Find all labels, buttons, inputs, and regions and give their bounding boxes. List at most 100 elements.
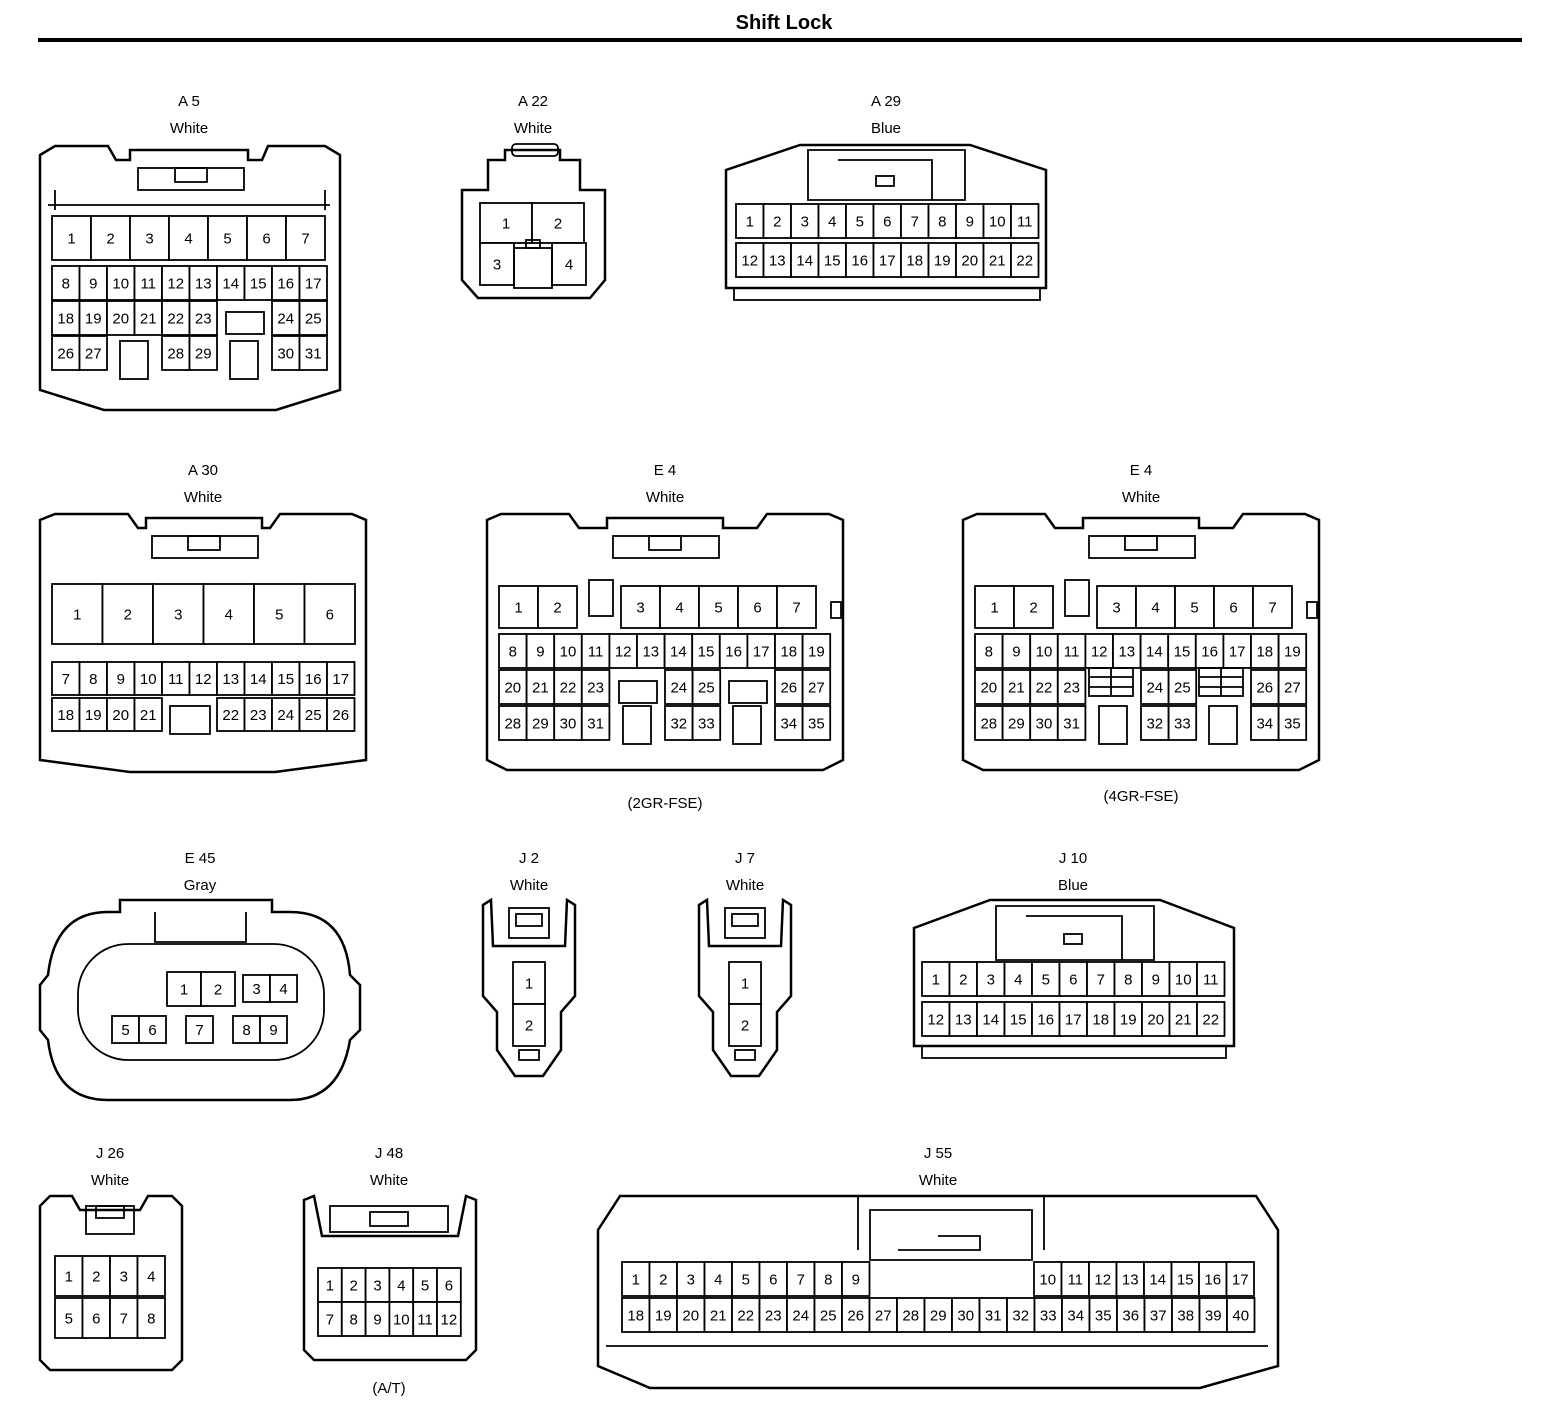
pin-number: 8: [62, 276, 70, 293]
connector-code: A 22: [518, 93, 548, 110]
pin-cell: [537, 585, 578, 629]
pin-number: 26: [847, 1308, 864, 1325]
latch: [1088, 535, 1196, 559]
pin-number: 32: [1146, 716, 1163, 733]
pin-cell: [133, 661, 163, 696]
latch-tab: [95, 1205, 125, 1219]
pin-number: 37: [1150, 1308, 1167, 1325]
pin-cell: [269, 974, 298, 1003]
pin-cell: [1056, 669, 1087, 705]
pin-number: 6: [883, 214, 891, 231]
pin-number: 8: [985, 644, 993, 661]
pin-number: 40: [1232, 1308, 1249, 1325]
pin-cell: [1277, 633, 1308, 669]
pin-cell: [1029, 633, 1059, 669]
pin-cell: [762, 203, 792, 239]
pin-number: 6: [1069, 972, 1077, 989]
latch: [508, 907, 550, 939]
pin-cell: [580, 705, 611, 741]
connector-color: White: [514, 120, 552, 137]
pin-number: 9: [1012, 644, 1020, 661]
latch: [995, 905, 1155, 961]
pin-number: 2: [525, 1018, 533, 1035]
housing: [724, 143, 1048, 290]
pin-number: 25: [305, 707, 322, 724]
pin-cell: [1226, 1297, 1256, 1333]
connector-code: E 45: [185, 850, 216, 867]
housing: [912, 898, 1236, 1048]
pin-cell: [152, 583, 205, 645]
pin-number: 20: [961, 253, 978, 270]
pin-number: 16: [1037, 1012, 1054, 1029]
latch: [154, 912, 247, 943]
pin-cell: [718, 633, 749, 669]
pin-number: 1: [514, 600, 522, 617]
pin-cell: [776, 585, 817, 629]
pin-cell: [101, 583, 154, 645]
pin-number: 1: [632, 1272, 640, 1289]
pin-number: 31: [305, 346, 322, 363]
pin-cell: [1088, 1261, 1118, 1297]
pin-number: 29: [195, 346, 212, 363]
pin-number: 17: [332, 671, 349, 688]
blank-cavity: [622, 705, 652, 745]
pin-number: 1: [932, 972, 940, 989]
pin-number: 23: [765, 1308, 782, 1325]
latch: [807, 149, 966, 201]
pin-cell: [129, 215, 170, 261]
latch: [137, 167, 245, 191]
pin-cell: [735, 242, 765, 278]
pin-number: 12: [1094, 1272, 1111, 1289]
pin-number: 24: [1146, 680, 1163, 697]
pin-number: 2: [741, 1018, 749, 1035]
pin-number: 8: [350, 1312, 358, 1329]
pin-number: 1: [746, 214, 754, 231]
pin-number: 18: [1256, 644, 1273, 661]
pin-cell: [841, 1261, 871, 1297]
pin-number: 12: [1091, 644, 1108, 661]
connector-color: White: [91, 1172, 129, 1189]
pin-cell: [580, 633, 611, 669]
pin-number: 17: [1065, 1012, 1082, 1029]
pin-number: 3: [987, 972, 995, 989]
pin-cell: [1225, 1261, 1255, 1297]
pin-cell: [1196, 961, 1226, 997]
pin-cell: [90, 215, 131, 261]
pin-number: 5: [856, 214, 864, 231]
pin-number: 10: [560, 644, 577, 661]
pin-cell: [927, 203, 957, 239]
housing: [481, 897, 577, 1078]
pin-cell: [1113, 1001, 1143, 1037]
pin-number: 20: [112, 707, 129, 724]
pin-number: 3: [687, 1272, 695, 1289]
pin-cell: [1001, 633, 1032, 669]
pin-number: 23: [250, 707, 267, 724]
pin-number: 13: [222, 671, 239, 688]
pin-number: 2: [124, 607, 132, 624]
pin-number: 30: [1036, 716, 1053, 733]
pin-number: 17: [753, 644, 770, 661]
pin-cell: [636, 633, 666, 669]
pin-number: 9: [117, 671, 125, 688]
pin-number: 8: [89, 671, 97, 688]
pin-cell: [51, 697, 81, 732]
pin-number: 20: [980, 680, 997, 697]
pin-number: 17: [305, 276, 322, 293]
blank-cavity: [1098, 705, 1128, 745]
pin-number: 6: [262, 231, 270, 248]
pin-number: 18: [780, 644, 797, 661]
housing: [460, 148, 607, 300]
key: [734, 1049, 756, 1061]
pin-cell: [1096, 585, 1137, 629]
pin-cell: [813, 1297, 843, 1333]
connector-color: White: [1122, 489, 1160, 506]
pin-number: 29: [1008, 716, 1025, 733]
pin-number: 5: [742, 1272, 750, 1289]
